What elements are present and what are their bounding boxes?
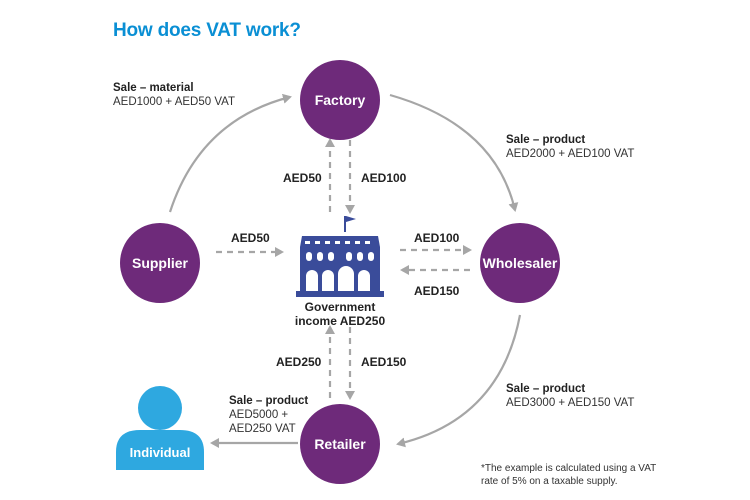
individual-person-icon (116, 386, 204, 470)
footnote-line2: rate of 5% on a taxable supply. (481, 476, 618, 487)
sale-material-title: Sale – material (113, 82, 194, 94)
wholesaler-node: Wholesaler (480, 223, 560, 303)
sale-product-individual-label: Sale – product AED5000 + AED250 VAT (229, 394, 308, 436)
supplier-label: Supplier (131, 255, 188, 271)
page-title: How does VAT work? (113, 20, 301, 41)
sale-material-label: Sale – material AED1000 + AED50 VAT (113, 81, 235, 109)
flow-factory-receive: AED100 (361, 171, 407, 185)
sale-product-individual-title: Sale – product (229, 395, 309, 407)
supplier-node: Supplier (120, 223, 200, 303)
wholesaler-label: Wholesaler (482, 255, 558, 271)
flow-supplier-pay: AED50 (231, 231, 270, 245)
retailer-label: Retailer (314, 436, 366, 452)
government-label-line2: income AED250 (294, 314, 386, 328)
sale-product-wholesaler-amount: AED2000 + AED100 VAT (506, 148, 635, 160)
footnote-line1: *The example is calculated using a VAT (481, 463, 657, 474)
arrow-wholesaler-to-retailer (396, 314, 522, 448)
sale-product-retailer-title: Sale – product (506, 383, 586, 395)
footnote: *The example is calculated using a VAT r… (481, 462, 656, 488)
flow-wholesaler-pay: AED100 (414, 231, 460, 245)
sale-product-wholesaler-label: Sale – product AED2000 + AED100 VAT (506, 133, 634, 161)
arrow-supplier-to-factory (168, 93, 292, 213)
sale-product-retailer-label: Sale – product AED3000 + AED150 VAT (506, 382, 634, 410)
flow-wholesaler-receive: AED150 (414, 284, 460, 298)
government-income-label: Government income AED250 (280, 300, 400, 328)
factory-node: Factory (300, 60, 380, 140)
government-building-windows (305, 241, 374, 291)
sale-product-individual-line1: AED5000 + (229, 409, 289, 421)
sale-product-wholesaler-title: Sale – product (506, 134, 586, 146)
flow-retailer-pay: AED250 (276, 355, 322, 369)
sale-product-individual-line2: AED250 VAT (229, 423, 296, 435)
retailer-node: Retailer (300, 404, 380, 484)
sale-product-retailer-amount: AED3000 + AED150 VAT (506, 397, 635, 409)
factory-label: Factory (314, 92, 366, 108)
flow-retailer-receive: AED150 (361, 355, 407, 369)
individual-label: Individual (129, 445, 191, 460)
sale-material-amount: AED1000 + AED50 VAT (113, 96, 235, 108)
flow-factory-pay: AED50 (283, 171, 322, 185)
arrow-factory-to-wholesaler (389, 93, 519, 212)
government-label-line1: Government (304, 300, 376, 314)
